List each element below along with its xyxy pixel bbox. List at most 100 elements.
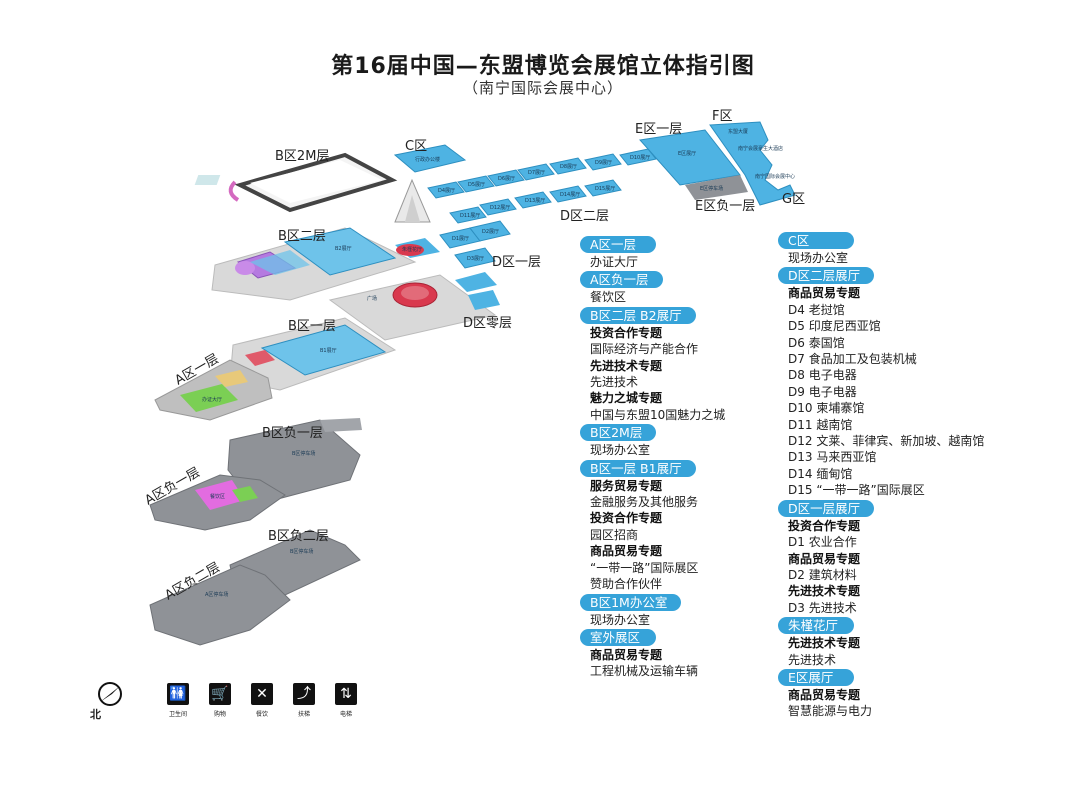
d2-hall-label: D11展厅 xyxy=(460,213,480,219)
d2-hall-tile[interactable] xyxy=(457,175,495,193)
d2-hall-label: D4展厅 xyxy=(438,188,455,194)
e-zone[interactable]: E区展厅 E区停车场 xyxy=(639,129,748,200)
zone-label-b-neg2: B区负二层 xyxy=(268,529,329,544)
legend-item: 园区招商 xyxy=(590,527,639,542)
legend-item: D2 建筑材料 xyxy=(788,567,857,582)
legend-section-pill: B区二层 B2展厅 xyxy=(580,306,696,324)
b1-hall-label: B1展厅 xyxy=(320,348,337,354)
legend-item: D4 老挝馆 xyxy=(788,302,845,317)
page-title: 第16届中国—东盟博览会展馆立体指引图 xyxy=(331,54,755,79)
a-neg1-floor[interactable]: 餐饮区 xyxy=(149,474,286,531)
legend-category: 投资合作专题 xyxy=(788,518,861,533)
zone-label-b-neg1: B区负一层 xyxy=(262,426,323,441)
d2-hall-tile[interactable] xyxy=(584,153,622,171)
d2-hall-tile[interactable] xyxy=(427,181,465,199)
legend-item: D9 电子电器 xyxy=(788,384,857,399)
icon-legend: 🚻卫生间🛒购物✕餐饮⤴扶梯⇅电梯 xyxy=(160,683,364,718)
a-neg2-floor[interactable]: A区停车场 xyxy=(149,564,291,646)
legend-section-pill: A区一层 xyxy=(580,236,656,253)
a1-hall-label: 办证大厅 xyxy=(202,396,222,403)
a-neg2-park-label: A区停车场 xyxy=(205,591,228,598)
legend-item: D5 印度尼西亚馆 xyxy=(788,319,881,334)
legend-item: 现场办公室 xyxy=(590,443,651,458)
b2-floor[interactable]: B2展厅 xyxy=(211,227,417,301)
d2-hall-tile[interactable] xyxy=(514,191,552,209)
d2-hall-label: D15展厅 xyxy=(595,186,615,192)
f1-label: 东盟大厦 xyxy=(728,128,748,135)
legend-item: 餐饮区 xyxy=(590,290,627,305)
legend-item: “一带一路”国际展区 xyxy=(590,560,699,575)
legend-category: 商品贸易专题 xyxy=(788,286,861,301)
d1-hall-label: D3展厅 xyxy=(467,256,484,262)
legend-item: D13 马来西亚馆 xyxy=(788,450,877,465)
d2-hall-tile[interactable] xyxy=(517,163,555,181)
a-neg1-hall-label: 餐饮区 xyxy=(210,493,225,500)
legend-section-pill: B区1M办公室 xyxy=(580,593,682,611)
d2-hall-tile[interactable] xyxy=(584,179,622,197)
d2-hall-label: D9展厅 xyxy=(595,160,612,166)
b1-floor[interactable]: B1展厅 xyxy=(229,317,397,391)
f-g-buildings[interactable]: 东盟大厦 南宁会展豪生大酒店 南宁国际会展中心 xyxy=(709,121,796,206)
legend-item: 智慧能源与电力 xyxy=(788,704,873,719)
legend-section-pill: B区2M层 xyxy=(580,424,657,442)
legend-category: 投资合作专题 xyxy=(590,511,663,526)
d0-plaza[interactable]: 广场 xyxy=(328,272,500,341)
zone-label-e-neg1: E区负一层 xyxy=(695,199,755,214)
legend-item: 办证大厅 xyxy=(590,255,639,269)
shopping-cart-icon: 🛒 xyxy=(209,683,231,705)
tent-structure xyxy=(394,178,431,223)
legend-section-pill: E区展厅 xyxy=(778,668,854,686)
d2-hall-tile[interactable] xyxy=(549,157,587,175)
d2-hall-tile[interactable] xyxy=(549,185,587,203)
legend-item: D14 缅甸馆 xyxy=(788,466,853,481)
d2-hall-label: D8展厅 xyxy=(560,164,577,170)
legend-icon-entry: 🛒购物 xyxy=(202,683,238,718)
zone-label-e1: E区一层 xyxy=(635,122,682,137)
d2-hall-tile[interactable] xyxy=(487,169,525,187)
a1-floor[interactable]: 办证大厅 xyxy=(154,359,273,421)
legend-item: D10 柬埔寨馆 xyxy=(788,401,865,416)
b-neg2-park-label: B区停车场 xyxy=(290,548,313,555)
legend-section-pill: D区一层展厅 xyxy=(778,499,875,517)
d1-hall-tile[interactable] xyxy=(454,247,496,269)
d2-hall-tile[interactable] xyxy=(479,198,517,216)
b-neg1-park-label: B区停车场 xyxy=(292,450,315,457)
legend-icon-entry: ✕餐饮 xyxy=(244,683,280,718)
d2-hall-label: D14展厅 xyxy=(560,192,580,198)
compass-icon xyxy=(98,682,122,706)
legend-category: 魅力之城专题 xyxy=(590,391,663,406)
legend-icon-label: 卫生间 xyxy=(168,711,187,718)
d2-hall-label: D13展厅 xyxy=(525,198,545,204)
zone-label-g: G区 xyxy=(782,192,805,207)
zone-label-b2m: B区2M层 xyxy=(275,149,329,164)
legend-item: D12 文莱、菲律宾、新加坡、越南馆 xyxy=(788,434,985,449)
d1-hall-tile[interactable] xyxy=(469,220,511,242)
zhujin-hall[interactable]: 朱槿花厅 xyxy=(395,238,440,258)
zone-label-d1: D区一层 xyxy=(492,255,541,270)
d2-floor[interactable]: D4展厅D5展厅D6展厅D7展厅D8展厅D9展厅D10展厅D11展厅D12展厅D… xyxy=(427,148,657,224)
legend-category: 投资合作专题 xyxy=(590,325,663,340)
legend-category: 商品贸易专题 xyxy=(590,544,663,559)
d2-hall-tile[interactable] xyxy=(449,206,487,224)
c-zone[interactable]: 行政办公楼 xyxy=(393,144,467,173)
b2m-floor[interactable] xyxy=(194,152,398,213)
legend-icon-entry: ⤴扶梯 xyxy=(286,683,322,718)
zone-label-c: C区 xyxy=(405,139,427,154)
d2-hall-label: D7展厅 xyxy=(528,170,545,176)
legend-icon-label: 电梯 xyxy=(339,711,352,718)
legend-section-pill: B区一层 B1展厅 xyxy=(580,459,696,477)
legend-item: D8 电子电器 xyxy=(788,368,857,383)
legend-item: 先进技术 xyxy=(788,652,837,667)
legend-category: 服务贸易专题 xyxy=(590,478,663,493)
d2-hall-label: D6展厅 xyxy=(498,176,515,182)
escalator-icon: ⤴ xyxy=(293,683,315,705)
legend-section-pill: D区二层展厅 xyxy=(778,267,875,285)
d2-hall-tile[interactable] xyxy=(619,148,657,166)
legend-item: 中国与东盟10国魅力之城 xyxy=(590,407,726,422)
e-hall-label: E区展厅 xyxy=(678,151,696,157)
legend-item: 赞助合作伙伴 xyxy=(590,577,663,592)
zone-label-b1: B区一层 xyxy=(288,319,336,334)
